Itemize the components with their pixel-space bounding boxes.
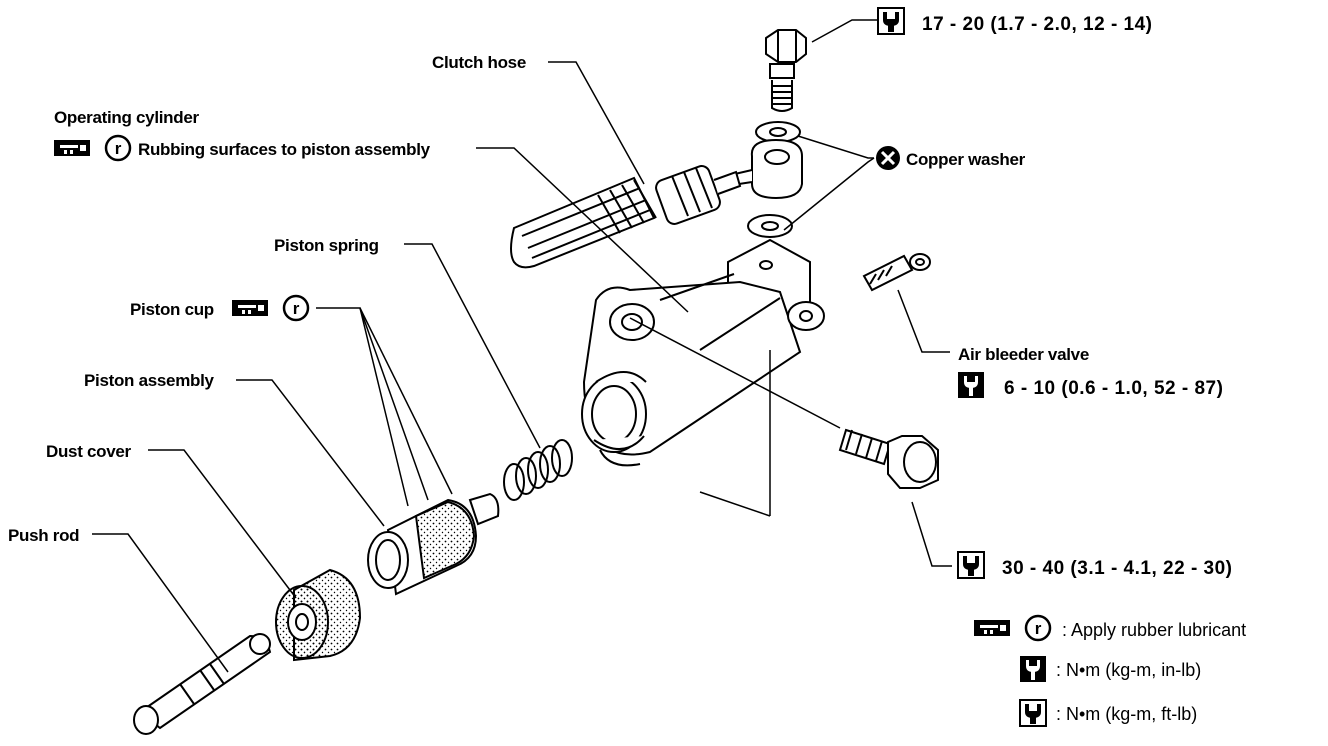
operating-cylinder-label: Operating cylinder bbox=[54, 108, 199, 127]
dust-cover-label: Dust cover bbox=[46, 442, 132, 461]
operating-cylinder bbox=[581, 238, 825, 467]
piston-assembly-label: Piston assembly bbox=[84, 371, 215, 390]
legend-nm-ftlb: : N•m (kg-m, ft-lb) bbox=[1056, 704, 1197, 724]
torque-wrench-icon bbox=[877, 7, 905, 35]
clutch-hose-label: Clutch hose bbox=[432, 53, 526, 72]
legend-rubber-lubricant: : Apply rubber lubricant bbox=[1062, 620, 1246, 640]
svg-text:r: r bbox=[293, 299, 300, 318]
torque-wrench-icon bbox=[1019, 699, 1047, 727]
torque-wrench-icon bbox=[957, 551, 985, 579]
banjo-bolt bbox=[765, 29, 807, 112]
copper-washer-label: Copper washer bbox=[906, 150, 1026, 169]
mounting-bolt bbox=[838, 428, 939, 489]
clutch-hose bbox=[510, 165, 742, 269]
piston-spring-label: Piston spring bbox=[274, 236, 379, 255]
banjo-fitting bbox=[725, 138, 803, 200]
push-rod-part bbox=[133, 633, 272, 735]
torque-wrench-icon bbox=[1020, 656, 1046, 682]
legend-nm-inlb: : N•m (kg-m, in-lb) bbox=[1056, 660, 1201, 680]
piston-cup-label: Piston cup bbox=[130, 300, 214, 319]
air-bleeder-valve-label: Air bleeder valve bbox=[958, 345, 1089, 364]
torque-wrench-icon bbox=[958, 372, 984, 398]
air-bleeder-valve-part bbox=[862, 253, 931, 292]
banjo-bolt-torque: 17 - 20 (1.7 - 2.0, 12 - 14) bbox=[922, 14, 1153, 35]
lubricant-tube-icon bbox=[974, 620, 1010, 636]
push-rod-label: Push rod bbox=[8, 526, 79, 545]
copper-washer-top bbox=[755, 121, 801, 143]
piston-spring bbox=[503, 439, 573, 501]
lubricant-tube-icon bbox=[232, 300, 268, 316]
rubber-r-icon: r bbox=[282, 294, 310, 322]
svg-text:r: r bbox=[115, 139, 122, 158]
rubber-r-icon: r bbox=[1024, 614, 1052, 642]
dust-cover-part bbox=[275, 568, 362, 662]
x-circle-icon bbox=[876, 146, 900, 170]
air-bleeder-torque: 6 - 10 (0.6 - 1.0, 52 - 87) bbox=[1004, 378, 1223, 399]
svg-text:r: r bbox=[1035, 619, 1042, 638]
piston-assembly-part bbox=[367, 492, 500, 596]
rubbing-surfaces-label: Rubbing surfaces to piston assembly bbox=[138, 140, 431, 159]
lubricant-tube-icon bbox=[54, 140, 90, 156]
copper-washer-bottom bbox=[747, 214, 793, 238]
mounting-bolt-torque: 30 - 40 (3.1 - 4.1, 22 - 30) bbox=[1002, 558, 1233, 579]
rubber-r-icon: r bbox=[104, 134, 132, 162]
leader-lines bbox=[92, 19, 952, 673]
